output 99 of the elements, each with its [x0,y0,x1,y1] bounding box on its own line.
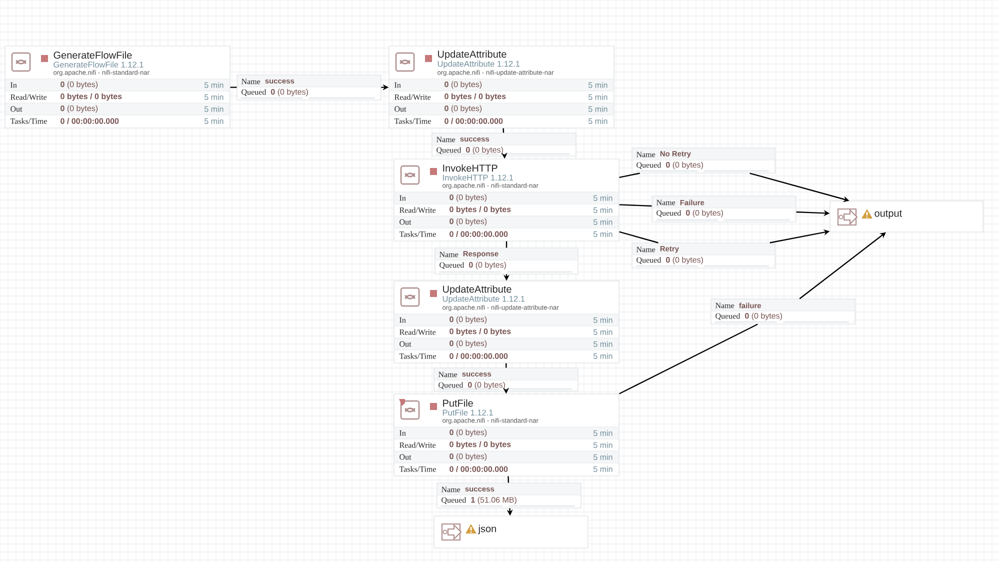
queued-value: 0 (0 bytes) [468,382,505,390]
stat-label: Read/Write [400,442,436,448]
stat-label: Read/Write [394,94,431,100]
stat-label: Read/Write [10,94,47,100]
stat-label: Out [400,219,412,225]
field-label: Name [636,246,656,252]
stat-period: 5 min [594,442,612,448]
field-label: Queued [440,262,464,269]
stat-label: Tasks/Time [394,118,431,124]
stat-label: Out [394,106,406,112]
stat-label: In [10,82,17,88]
processor-name: UpdateAttribute [443,285,512,295]
stat-period: 5 min [588,118,608,124]
stat-value: 0 (0 bytes) [60,81,98,89]
stat-label: Read/Write [400,329,436,335]
stat-value: 0 / 00:00:00.000 [450,466,508,472]
stat-label: Out [400,454,412,460]
processor-name: InvokeHTTP [443,164,498,172]
stat-value: 0 / 00:00:00.000 [60,118,119,124]
port-name: output [874,210,902,219]
field-label: Queued [636,162,662,169]
stat-period: 5 min [204,106,224,112]
stat-value: 0 (0 bytes) [60,105,98,113]
stat-value: 0 (0 bytes) [450,340,487,348]
stat-value: 0 (0 bytes) [450,429,487,437]
stat-period: 5 min [204,94,224,100]
stat-period: 5 min [594,329,612,335]
stat-value: 0 (0 bytes) [444,105,482,113]
stat-period: 5 min [204,118,224,124]
field-label: Name [436,136,456,142]
stat-period: 5 min [594,231,612,237]
queued-value: 1 (51.06 MB) [471,496,516,504]
stat-label: In [400,317,406,323]
stat-value: 0 bytes / 0 bytes [450,206,511,214]
stat-label: In [400,430,406,436]
field-label: Name [636,152,656,158]
stat-value: 0 bytes / 0 bytes [450,328,511,336]
stat-label: Tasks/Time [399,231,436,237]
stat-period: 5 min [204,82,224,88]
stat-value: 0 bytes / 0 bytes [444,93,506,101]
stat-value: 0 bytes / 0 bytes [450,441,511,449]
stat-label: Tasks/Time [399,353,436,359]
stat-value: 0 (0 bytes) [450,316,487,324]
processor-type: InvokeHTTP 1.12.1 [443,174,514,181]
stat-period: 5 min [594,207,612,213]
field-label: Name [438,372,458,378]
stat-period: 5 min [594,341,612,347]
field-label: Name [242,78,260,84]
field-label: Queued [436,147,462,154]
stat-period: 5 min [588,94,608,100]
stat-value: 0 (0 bytes) [450,453,487,461]
stat-label: Tasks/Time [399,466,436,472]
queued-value: 0 (0 bytes) [271,88,308,96]
processor-type: UpdateAttribute 1.12.1 [442,296,525,304]
field-label: Name [656,200,676,206]
field-label: Queued [636,257,662,264]
field-label: Queued [242,89,266,96]
queued-value: 0 (0 bytes) [745,312,782,320]
stat-label: In [394,82,401,88]
stat-period: 5 min [588,82,608,88]
stat-period: 5 min [594,430,612,436]
stat-value: 0 (0 bytes) [450,194,487,202]
stat-value: 0 (0 bytes) [444,81,482,89]
stat-label: Out [10,106,22,112]
processor-type: GenerateFlowFile 1.12.1 [54,61,144,68]
stat-period: 5 min [594,454,612,460]
stat-period: 5 min [588,106,608,112]
stat-period: 5 min [594,219,612,225]
stat-label: In [400,195,406,201]
field-label: Queued [442,497,466,504]
stat-label: Tasks/Time [10,118,47,124]
stat-period: 5 min [594,353,612,359]
stat-value: 0 / 00:00:00.000 [444,118,503,124]
stat-value: 0 (0 bytes) [450,218,487,226]
stat-period: 5 min [594,466,612,472]
field-label: Name [716,302,734,308]
processor-name: GenerateFlowFile [54,51,132,59]
field-label: Queued [438,382,464,389]
stat-label: Read/Write [400,207,436,213]
processor-name: PutFile [443,399,473,407]
stat-value: 0 / 00:00:00.000 [450,231,508,237]
stat-period: 5 min [594,317,612,323]
processor-type: UpdateAttribute 1.12.1 [438,60,520,68]
port-name: json [478,524,496,534]
processor-name: UpdateAttribute [438,50,506,60]
stat-value: 0 / 00:00:00.000 [450,353,508,359]
queued-value: 0 (0 bytes) [686,210,723,218]
field-label: Name [442,486,460,492]
processor-type: PutFile 1.12.1 [442,409,493,416]
field-label: Queued [716,313,740,320]
stat-value: 0 bytes / 0 bytes [60,93,122,101]
stat-label: Out [400,341,412,347]
field-label: Name [440,252,458,258]
queued-value: 0 (0 bytes) [666,256,703,264]
stat-period: 5 min [594,195,612,201]
queued-value: 0 (0 bytes) [469,262,506,270]
field-label: Queued [656,210,682,217]
queued-value: 0 (0 bytes) [666,162,703,170]
queued-value: 0 (0 bytes) [466,146,503,154]
